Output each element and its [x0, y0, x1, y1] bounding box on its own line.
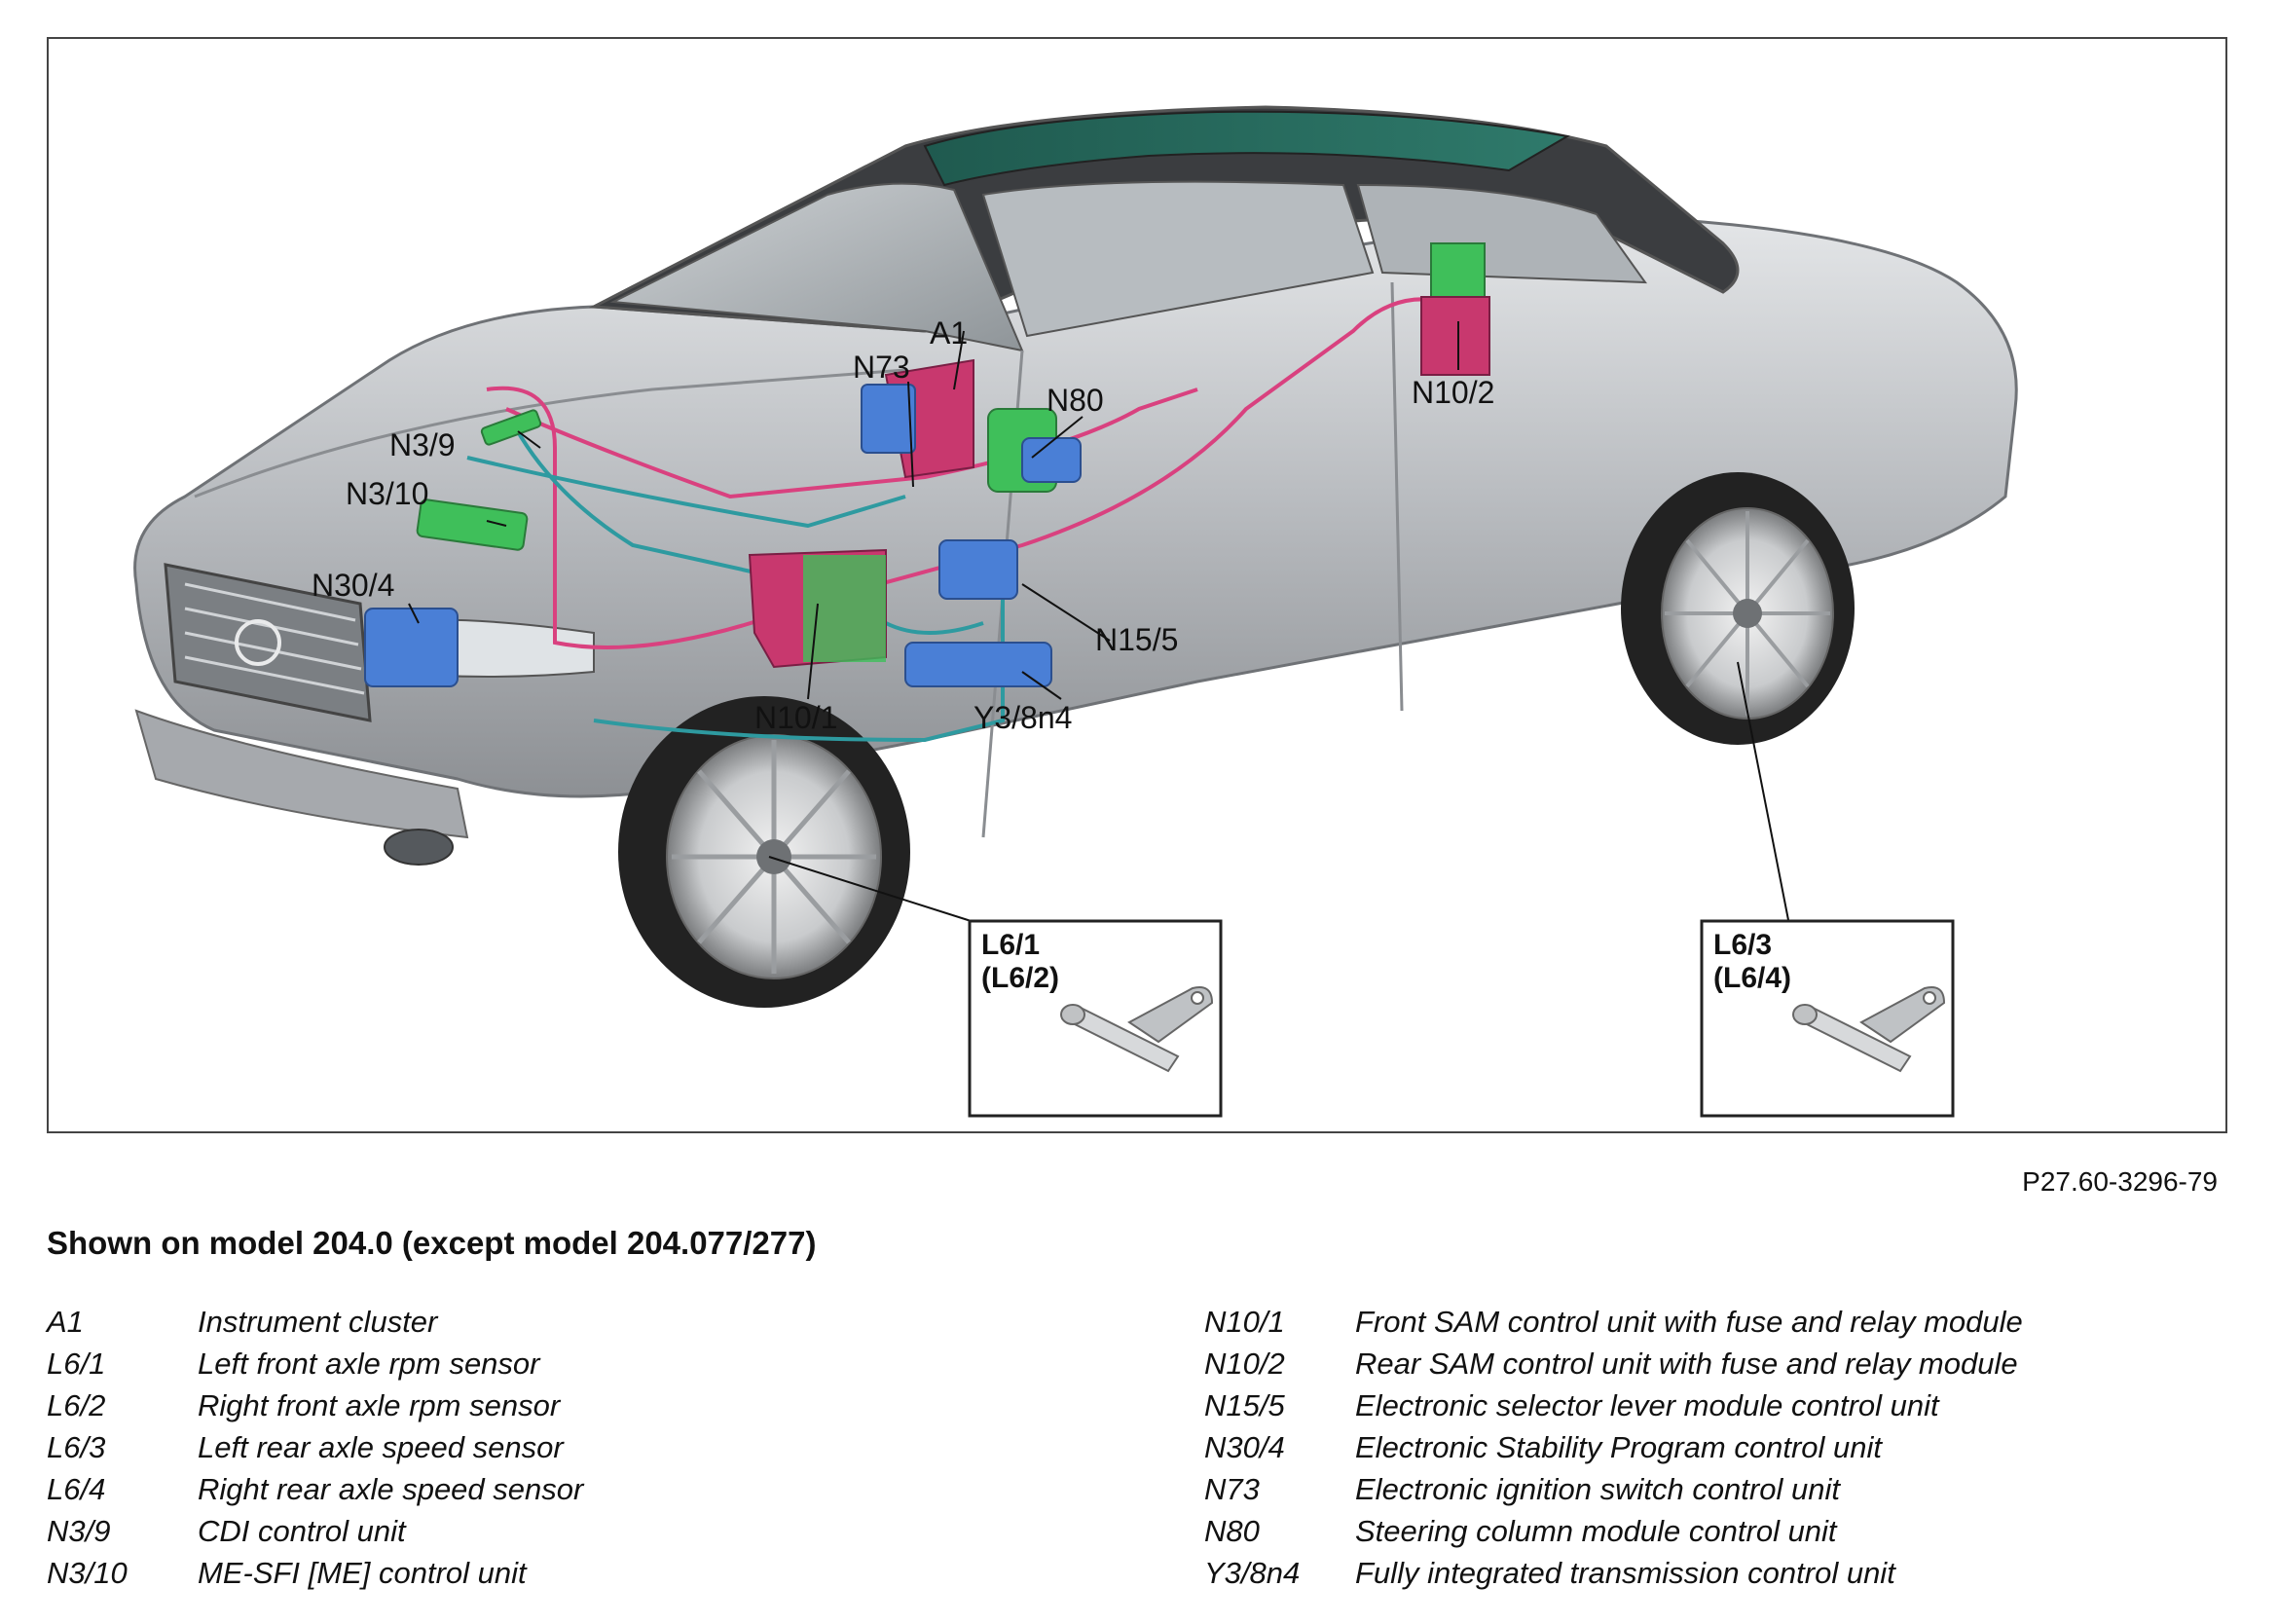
legend-description: Electronic Stability Program control uni… — [1355, 1430, 1883, 1464]
legend-code: N3/10 — [47, 1556, 128, 1590]
callout-n10-2: N10/2 — [1412, 375, 1494, 410]
inset-rear-sensor: L6/3 (L6/4) — [1700, 919, 1955, 1118]
legend-description: Left front axle rpm sensor — [198, 1347, 540, 1381]
legend-row: L6/3 Left rear axle speed sensor — [47, 1430, 1118, 1472]
legend-code: L6/1 — [47, 1347, 106, 1381]
legend-description: Left rear axle speed sensor — [198, 1430, 564, 1464]
legend-code: N10/2 — [1204, 1347, 1285, 1381]
front-wheel — [618, 696, 910, 1008]
leader-lines — [408, 321, 1790, 926]
legend-row: N10/2 Rear SAM control unit with fuse and… — [1204, 1347, 2178, 1388]
callout-n10-1: N10/1 — [754, 700, 837, 735]
legend-description: Rear SAM control unit with fuse and rela… — [1355, 1347, 2018, 1381]
legend-row: N10/1 Front SAM control unit with fuse an… — [1204, 1305, 2178, 1347]
figure-frame: A1 N73 N80 N10/2 N3/9 N3/10 N30/4 N15/5 … — [47, 37, 2227, 1133]
legend-code: N3/9 — [47, 1514, 111, 1548]
legend-row: A1 Instrument cluster — [47, 1305, 1118, 1347]
legend-row: N73 Electronic ignition switch control un… — [1204, 1472, 2178, 1514]
callout-y3-8n4: Y3/8n4 — [974, 700, 1072, 735]
legend-row: L6/2 Right front axle rpm sensor — [47, 1388, 1118, 1430]
callout-n3-9: N3/9 — [389, 427, 456, 462]
figure-reference: P27.60-3296-79 — [2022, 1166, 2218, 1197]
legend-description: Instrument cluster — [198, 1305, 438, 1339]
legend-description: Right front axle rpm sensor — [198, 1388, 561, 1422]
legend-code: N10/1 — [1204, 1305, 1285, 1339]
legend-row: Y3/8n4 Fully integrated transmission cont… — [1204, 1556, 2178, 1598]
legend-description: Electronic ignition switch control unit — [1355, 1472, 1840, 1506]
sensor-icon — [1060, 986, 1214, 1073]
legend-description: ME-SFI [ME] control unit — [198, 1556, 527, 1590]
wiring-harness — [466, 297, 1491, 743]
legend-row: N15/5 Electronic selector lever module co… — [1204, 1388, 2178, 1430]
sensor-icon — [1792, 986, 1946, 1073]
callout-n80: N80 — [1047, 383, 1104, 418]
callout-a1: A1 — [930, 315, 968, 351]
legend-row: N3/10 ME-SFI [ME] control unit — [47, 1556, 1118, 1598]
callout-n30-4: N30/4 — [312, 568, 394, 603]
callout-n3-10: N3/10 — [346, 476, 428, 511]
legend-description: Fully integrated transmission control un… — [1355, 1556, 1895, 1590]
inset-front-label-1: L6/1 — [981, 929, 1040, 961]
rear-wheel — [1621, 472, 1855, 745]
legend-row: N3/9 CDI control unit — [47, 1514, 1118, 1556]
legend-row: L6/4 Right rear axle speed sensor — [47, 1472, 1118, 1514]
control-units — [364, 242, 1490, 687]
legend-code: Y3/8n4 — [1204, 1556, 1301, 1590]
inset-front-sensor: L6/1 (L6/2) — [968, 919, 1223, 1118]
legend-code: L6/2 — [47, 1388, 106, 1422]
legend-code: N30/4 — [1204, 1430, 1285, 1464]
callout-n15-5: N15/5 — [1095, 622, 1178, 657]
legend-row: N30/4 Electronic Stability Program contro… — [1204, 1430, 2178, 1472]
legend-right: N10/1 Front SAM control unit with fuse an… — [1204, 1305, 2178, 1598]
inset-rear-label-1: L6/3 — [1713, 929, 1772, 961]
legend-code: N15/5 — [1204, 1388, 1285, 1422]
vehicle-illustration: A1 N73 N80 N10/2 N3/9 N3/10 N30/4 N15/5 … — [133, 105, 2018, 1118]
inset-rear-label-2: (L6/4) — [1713, 962, 1791, 994]
car-body — [133, 105, 2018, 866]
legend-code: A1 — [47, 1305, 84, 1339]
figure-caption: Shown on model 204.0 (except model 204.0… — [47, 1225, 817, 1261]
legend-description: Electronic selector lever module control… — [1355, 1388, 1939, 1422]
legend-code: N80 — [1204, 1514, 1260, 1548]
legend-description: Steering column module control unit — [1355, 1514, 1837, 1548]
legend-row: L6/1 Left front axle rpm sensor — [47, 1347, 1118, 1388]
legend-row: N80 Steering column module control unit — [1204, 1514, 2178, 1556]
legend-description: Right rear axle speed sensor — [198, 1472, 584, 1506]
legend-description: Front SAM control unit with fuse and rel… — [1355, 1305, 2023, 1339]
callout-n73: N73 — [853, 350, 910, 385]
legend-code: N73 — [1204, 1472, 1260, 1506]
legend-code: L6/3 — [47, 1430, 106, 1464]
inset-front-label-2: (L6/2) — [981, 962, 1059, 994]
legend-code: L6/4 — [47, 1472, 106, 1506]
legend-description: CDI control unit — [198, 1514, 406, 1548]
